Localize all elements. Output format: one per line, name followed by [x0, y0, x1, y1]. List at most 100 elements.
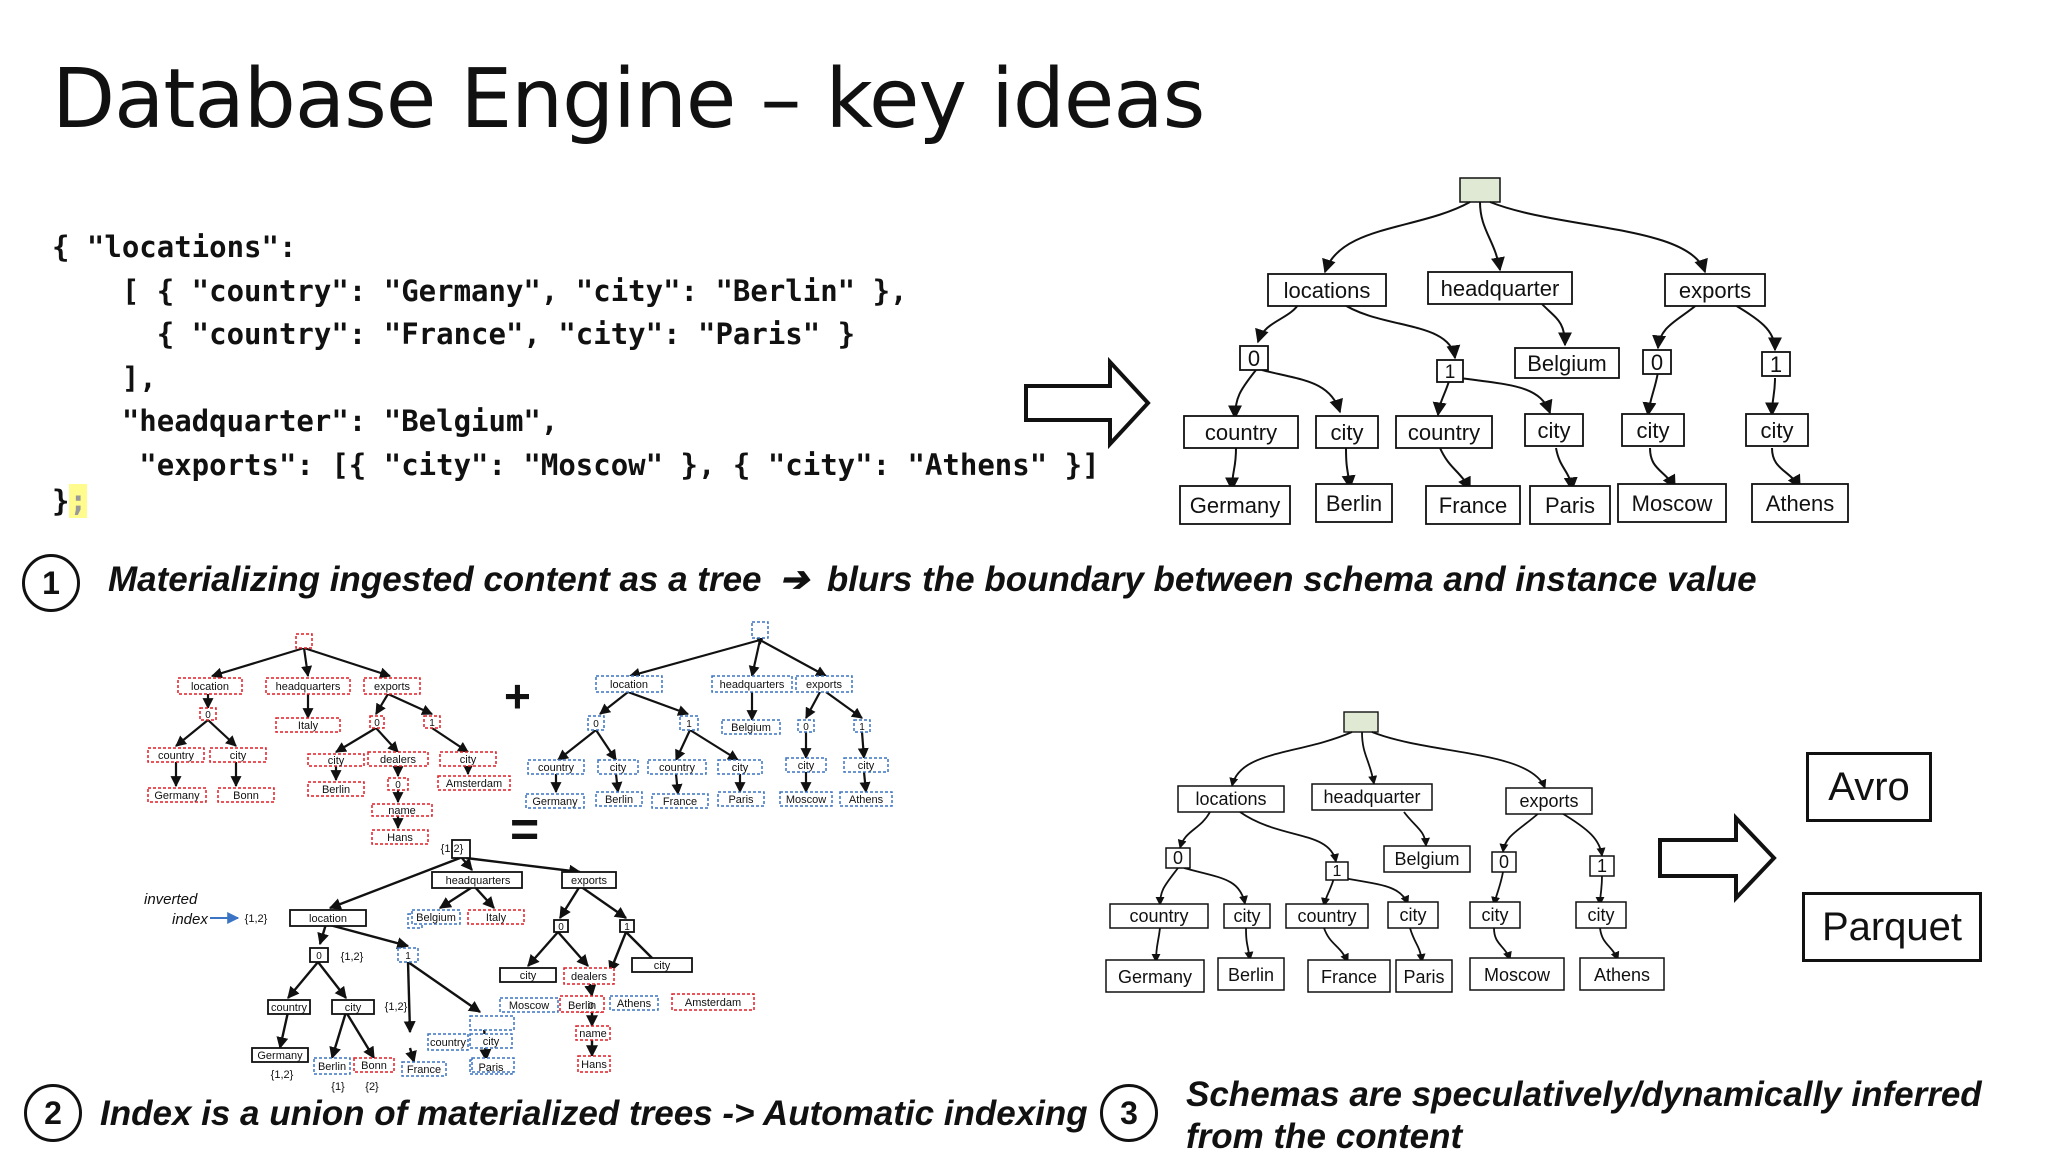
red-headquarters: headquarters — [276, 681, 341, 693]
tree-schema-exports: exports — [1519, 791, 1578, 811]
union-plus: + — [504, 670, 531, 722]
code-closing-brace: } — [52, 484, 70, 518]
inverted-index-label-2: index — [172, 911, 208, 928]
tree-top: locations headquarter exports 0 1 Belgiu… — [1179, 177, 1849, 525]
point-3-caption: Schemas are speculatively/dynamically in… — [1186, 1074, 1986, 1158]
tree-top-city-2: city — [1538, 418, 1571, 443]
slide-title: Database Engine – key ideas — [52, 52, 1205, 147]
blue-city-c: city — [798, 760, 815, 772]
point-1-badge: 1 — [22, 554, 80, 612]
merged-location-set: {1,2} — [245, 913, 268, 925]
merged-hans: Hans — [581, 1059, 607, 1071]
merged-germany-set: {1,2} — [271, 1069, 294, 1081]
tree-top-root — [1459, 177, 1501, 203]
red-tree: location headquarters exports 0 Italy 0 … — [147, 633, 511, 845]
merged-city-b: city — [520, 970, 537, 982]
merged-berlin-set: {1} — [331, 1081, 345, 1093]
merged-dealers: dealers — [571, 971, 608, 983]
point-2-caption: Index is a union of materialized trees -… — [100, 1094, 1088, 1133]
point-3-line-2: from the content — [1186, 1117, 1463, 1156]
tree-top-belgium: Belgium — [1527, 351, 1606, 376]
tree-schema-headquarter: headquarter — [1323, 787, 1420, 807]
point-1-caption: Materializing ingested content as a tree… — [108, 560, 1757, 600]
blue-city-a: city — [610, 762, 627, 774]
blue-france: France — [663, 796, 697, 808]
tree-schema-idx1-a: 1 — [1333, 863, 1342, 880]
tree-top-exports: exports — [1679, 278, 1751, 303]
tree-schema-locations: locations — [1195, 789, 1266, 809]
tree-schema-athens: Athens — [1594, 965, 1650, 985]
red-exports: exports — [374, 681, 411, 693]
inverted-index-label-1: inverted — [144, 891, 198, 908]
merged-root-set: {1,2} — [441, 843, 464, 855]
transform-arrow-top — [1024, 356, 1151, 450]
tree-schema-city-3: city — [1482, 905, 1509, 925]
red-zero-a: 0 — [205, 710, 211, 721]
tree-top-headquarter: headquarter — [1441, 276, 1560, 301]
tree-schema-city-2: city — [1400, 905, 1427, 925]
blue-location: location — [610, 679, 648, 691]
tree-top-france: France — [1439, 493, 1507, 518]
red-city-b: city — [328, 755, 345, 767]
blue-tree: location headquarters exports 0 1 Belgiu… — [525, 621, 893, 809]
merged-city-set: {1,2} — [385, 1001, 408, 1013]
red-dealers: dealers — [380, 754, 417, 766]
point-3-badge: 3 — [1100, 1084, 1158, 1142]
tree-schema-country-2: country — [1297, 906, 1356, 926]
tree-schema-france: France — [1321, 967, 1377, 987]
blue-country-a: country — [538, 762, 575, 774]
tree-top-city-4: city — [1761, 418, 1794, 443]
red-zero-c: 0 — [395, 780, 401, 791]
merged-france: France — [407, 1064, 441, 1076]
red-one: 1 — [429, 718, 435, 729]
tree-schema-idx1-b: 1 — [1597, 856, 1607, 876]
red-city-c: city — [460, 754, 477, 766]
red-name: name — [388, 805, 416, 817]
code-line-2: [ { "country": "Germany", "city": "Berli… — [52, 273, 908, 308]
merged-headquarters: headquarters — [446, 875, 511, 887]
merged-belgium: Belgium — [416, 912, 456, 924]
merged-moscow: Moscow — [509, 1000, 549, 1012]
blue-athens: Athens — [849, 794, 884, 806]
merged-zero-a: 0 — [316, 951, 322, 962]
merged-one-a: 1 — [405, 951, 411, 962]
tree-top-germany: Germany — [1190, 493, 1280, 518]
tree-schema-idx0-b: 0 — [1499, 852, 1509, 872]
code-closing: }; — [52, 484, 87, 518]
code-semicolon: ; — [69, 484, 87, 518]
tree-top-country-2: country — [1408, 420, 1480, 445]
code-line-3: { "country": "France", "city": "Paris" } — [52, 317, 856, 351]
merged-country-a: country — [271, 1002, 308, 1014]
json-code-block: { "locations": [ { "country": "Germany",… — [52, 226, 1100, 487]
tree-top-idx0-b: 0 — [1651, 350, 1663, 375]
union-figure: + = — [144, 621, 893, 1093]
red-italy: Italy — [298, 720, 319, 732]
tree-top-city-3: city — [1637, 418, 1670, 443]
tree-top-country-1: country — [1205, 420, 1277, 445]
merged-italy: Italy — [486, 912, 507, 924]
merged-city-d: city — [483, 1036, 500, 1048]
tree-schema-city-1: city — [1234, 906, 1261, 926]
tree-top-berlin: Berlin — [1326, 491, 1382, 516]
merged-zero-c: 0 — [588, 1001, 594, 1012]
blue-germany: Germany — [532, 796, 578, 808]
code-line-5: "headquarter": "Belgium", — [52, 404, 559, 438]
merged-city-a: city — [345, 1002, 362, 1014]
tree-schema-moscow: Moscow — [1484, 965, 1551, 985]
merged-berlin-b: Berlin — [568, 1000, 596, 1012]
red-amsterdam: Amsterdam — [446, 778, 502, 790]
tree-top-athens: Athens — [1766, 491, 1835, 516]
blue-berlin: Berlin — [605, 794, 633, 806]
blue-one-a: 1 — [686, 719, 692, 730]
red-bonn: Bonn — [233, 790, 259, 802]
blue-country-b: country — [659, 762, 696, 774]
transform-arrow-bottom — [1658, 812, 1777, 904]
tree-top-idx1-b: 1 — [1770, 352, 1782, 377]
merged-country-b: country — [430, 1037, 467, 1049]
tree-top-moscow: Moscow — [1632, 491, 1713, 516]
code-line-4: ], — [52, 360, 157, 395]
point-3-line-1: Schemas are speculatively/dynamically in… — [1186, 1075, 1982, 1114]
format-parquet: Parquet — [1802, 892, 1982, 962]
blue-belgium: Belgium — [731, 722, 771, 734]
merged-bonn: Bonn — [361, 1060, 387, 1072]
